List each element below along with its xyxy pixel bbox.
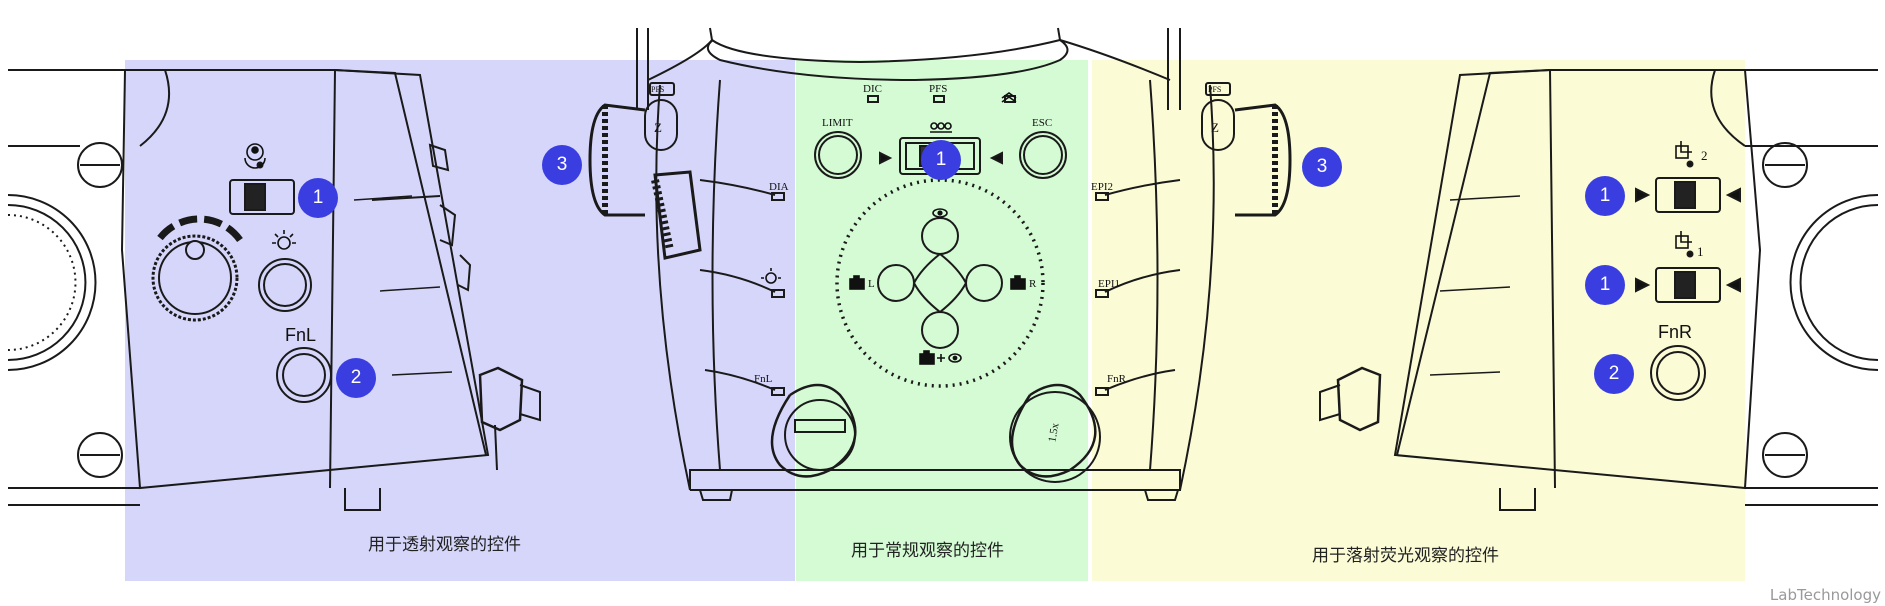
tag-left-label: PFS <box>651 85 664 94</box>
aperture-rotate-icon <box>244 143 266 169</box>
tag-right-label: PFS <box>1208 85 1221 94</box>
lamp-icon <box>761 268 781 284</box>
limit-label: LIMIT <box>822 117 853 129</box>
shutter-2-label: 2 <box>1701 148 1708 163</box>
callout-badge: 1 <box>1585 176 1625 216</box>
z-arrows-icon <box>1001 92 1017 103</box>
callout-badge: 1 <box>1585 265 1625 305</box>
epi1-label: EPI1 <box>1098 278 1120 290</box>
z-left-label: Z <box>654 120 662 135</box>
fnl-button-label: FnL <box>285 325 317 345</box>
camera-icon <box>849 275 1026 365</box>
epi2-label: EPI2 <box>1091 181 1113 193</box>
lamp-icon <box>272 230 296 250</box>
watermark: LabTechnology <box>1769 586 1881 604</box>
zone-transmitted <box>125 60 795 581</box>
fnr-small-label: FnR <box>1107 373 1127 385</box>
callout-badge: 1 <box>921 140 961 180</box>
caption-normal: 用于常规观察的控件 <box>851 541 1004 561</box>
caption-transmitted: 用于透射观察的控件 <box>368 535 521 555</box>
dic-label: DIC <box>863 83 882 95</box>
eye-icon <box>937 353 962 363</box>
eye-icon <box>932 208 948 218</box>
dia-label: DIA <box>769 181 789 193</box>
fnr-button-label: FnR <box>1658 322 1693 342</box>
z-right-label: Z <box>1211 120 1219 135</box>
callout-badge: 2 <box>1594 354 1634 394</box>
caption-epi: 用于落射荧光观察的控件 <box>1312 546 1499 566</box>
callout-badge: 1 <box>298 178 338 218</box>
pfs-label: PFS <box>929 83 947 95</box>
fnl-small-label: FnL <box>754 373 773 385</box>
zoom-label: 1.5x <box>1046 422 1061 444</box>
shutter-icon <box>1675 141 1692 249</box>
cam-l-label: L <box>868 278 875 290</box>
callout-badge: 3 <box>542 145 582 185</box>
shutter-1-label: 1 <box>1697 244 1704 259</box>
callout-badge: 3 <box>1302 147 1342 187</box>
cam-r-label: R <box>1029 278 1037 290</box>
callout-badge: 2 <box>336 358 376 398</box>
turret-icon <box>930 122 952 133</box>
esc-label: ESC <box>1032 117 1052 129</box>
